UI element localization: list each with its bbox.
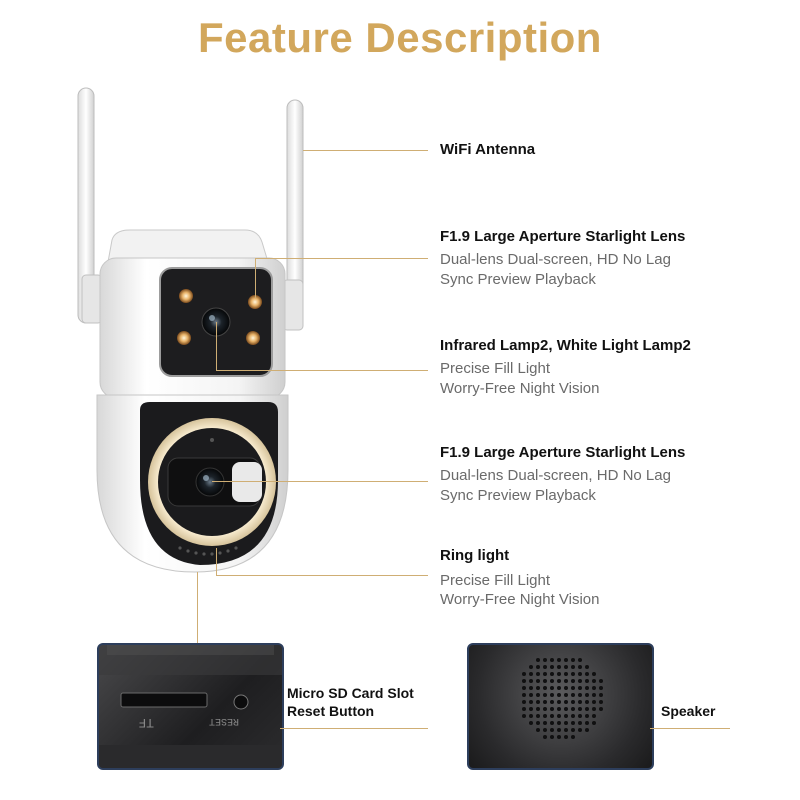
led-icon <box>177 331 191 345</box>
sd-slot-icon <box>120 692 208 708</box>
feature-desc: Precise Fill Light <box>440 572 551 589</box>
feature-desc: Dual-lens Dual-screen, HD No Lag <box>440 467 671 484</box>
feature-label-lamps: Infrared Lamp2, White Light Lamp2 <box>440 337 691 354</box>
callout-line <box>303 150 428 151</box>
feature-label-bottom-lens: F1.9 Large Aperture Starlight Lens <box>440 444 686 461</box>
feature-label-top-lens: F1.9 Large Aperture Starlight Lens <box>440 228 686 245</box>
feature-label-wifi: WiFi Antenna <box>440 141 536 158</box>
callout-line <box>216 548 217 575</box>
callout-line <box>216 322 217 370</box>
feature-desc: Worry-Free Night Vision <box>440 591 600 608</box>
callout-line <box>255 258 256 298</box>
sd-print: TF <box>138 715 154 730</box>
speaker-label: Speaker <box>661 703 716 719</box>
callout-line <box>650 728 730 729</box>
wifi-antenna-left <box>77 87 103 324</box>
page-title: Feature Description <box>198 14 602 61</box>
bottom-lens-icon <box>195 467 225 497</box>
reset-hole-icon <box>233 694 249 710</box>
led-icon <box>248 295 262 309</box>
speaker-icon <box>522 658 603 739</box>
callout-line <box>216 370 428 371</box>
feature-label-ring-light: Ring light <box>440 547 510 564</box>
dome-vent-icon <box>178 546 238 556</box>
sd-slot-label: Micro SD Card Slot <box>287 685 414 701</box>
sd-slot-photo: TF RESET <box>97 643 284 770</box>
callout-line <box>280 728 428 729</box>
callout-line <box>216 575 428 576</box>
reset-button-label: Reset Button <box>287 703 375 719</box>
callout-line <box>212 481 428 482</box>
feature-desc: Dual-lens Dual-screen, HD No Lag <box>440 251 671 268</box>
feature-desc: Sync Preview Playback <box>440 271 596 288</box>
reset-print: RESET <box>209 715 239 726</box>
feature-desc: Precise Fill Light <box>440 360 551 377</box>
wifi-antenna-right <box>282 99 304 331</box>
callout-line <box>255 258 428 259</box>
feature-desc: Worry-Free Night Vision <box>440 380 600 397</box>
led-icon <box>246 331 260 345</box>
feature-desc: Sync Preview Playback <box>440 487 596 504</box>
led-icon <box>179 289 193 303</box>
callout-line <box>197 572 198 644</box>
speaker-photo <box>467 643 654 770</box>
